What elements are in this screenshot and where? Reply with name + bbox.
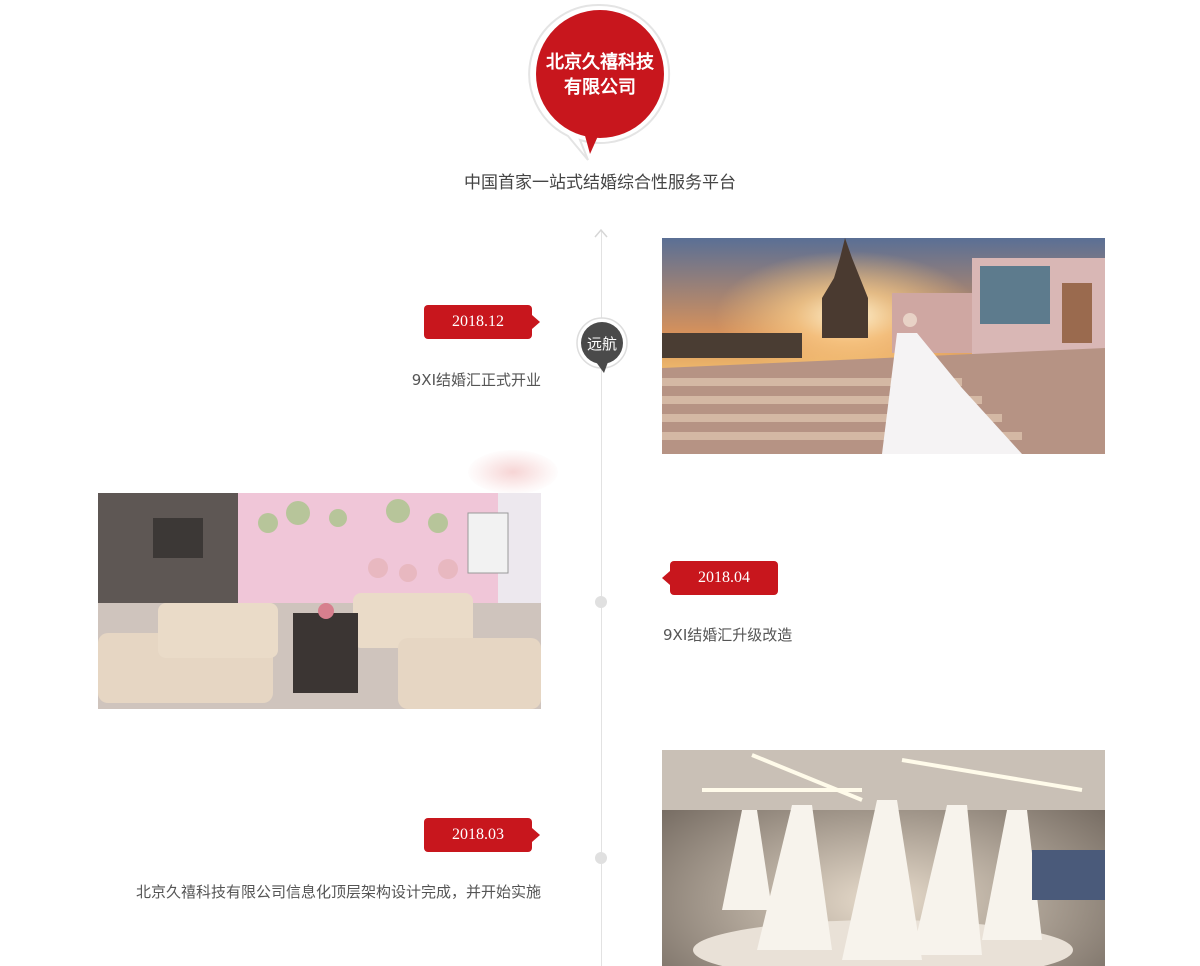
timeline-dot: [595, 852, 607, 864]
yuanhang-label: 远航: [586, 335, 617, 353]
decorative-blush: [468, 450, 558, 494]
company-name-line1: 北京久禧科技: [546, 52, 654, 73]
event-date-tag: 2018.03: [424, 818, 540, 852]
event-description: 9XI结婚汇升级改造: [663, 626, 793, 644]
event-date-tag: 2018.04: [662, 561, 778, 595]
opening-photo: [662, 238, 1105, 454]
lounge-photo: [98, 493, 541, 709]
company-slogan: 中国首家一站式结婚综合性服务平台: [464, 173, 736, 193]
company-name-line2: 有限公司: [564, 77, 636, 98]
yuanhang-badge: [576, 317, 628, 373]
event-description: 北京久禧科技有限公司信息化顶层架构设计完成，并开始实施: [135, 883, 541, 901]
timeline-dot: [595, 596, 607, 608]
axis-arrow-icon: [594, 228, 608, 238]
gown-store-photo: [662, 750, 1105, 966]
company-logo: 北京久禧科技 有限公司: [528, 2, 672, 162]
event-description: 9XI结婚汇正式开业: [411, 371, 541, 389]
event-date-tag: 2018.12: [424, 305, 540, 339]
